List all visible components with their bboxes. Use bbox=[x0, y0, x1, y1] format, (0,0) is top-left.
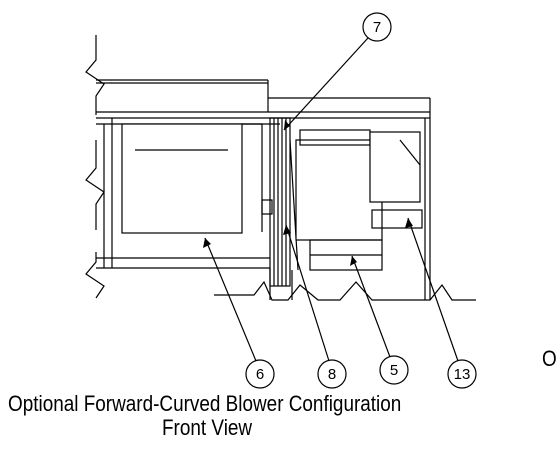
callout-circle-13 bbox=[447, 359, 477, 389]
callout-label-8: 8 bbox=[328, 366, 336, 383]
leader-8 bbox=[285, 224, 330, 362]
control-box-lower bbox=[371, 209, 423, 229]
callout-label-13: 13 bbox=[454, 366, 471, 383]
motor-body bbox=[295, 139, 383, 241]
leader-5 bbox=[351, 255, 391, 358]
leader-6 bbox=[204, 237, 257, 362]
figure-caption: Optional Forward-Curved Blower Configura… bbox=[8, 391, 402, 416]
blower-housing bbox=[121, 123, 243, 234]
callout-label-7: 7 bbox=[373, 19, 381, 36]
left-break-line-bottom bbox=[85, 252, 105, 299]
cut-off-caption-text: O bbox=[542, 346, 557, 371]
control-box bbox=[369, 131, 421, 203]
pulley-bracket bbox=[261, 199, 273, 215]
leader-7 bbox=[283, 37, 369, 131]
callout-circle-5 bbox=[379, 355, 409, 385]
callout-label-5: 5 bbox=[390, 362, 398, 379]
callout-circle-6 bbox=[245, 359, 275, 389]
callout-circle-7 bbox=[362, 12, 392, 42]
pulley-assembly bbox=[269, 117, 291, 287]
figure-subcaption: Front View bbox=[162, 415, 253, 440]
bottom-break-line bbox=[214, 280, 476, 301]
left-break-line-lower bbox=[85, 140, 105, 230]
callout-circle-8 bbox=[317, 359, 347, 389]
belt-line bbox=[289, 139, 299, 271]
left-break-line bbox=[85, 35, 105, 115]
leader-13 bbox=[407, 217, 459, 362]
callout-label-6: 6 bbox=[256, 366, 264, 383]
